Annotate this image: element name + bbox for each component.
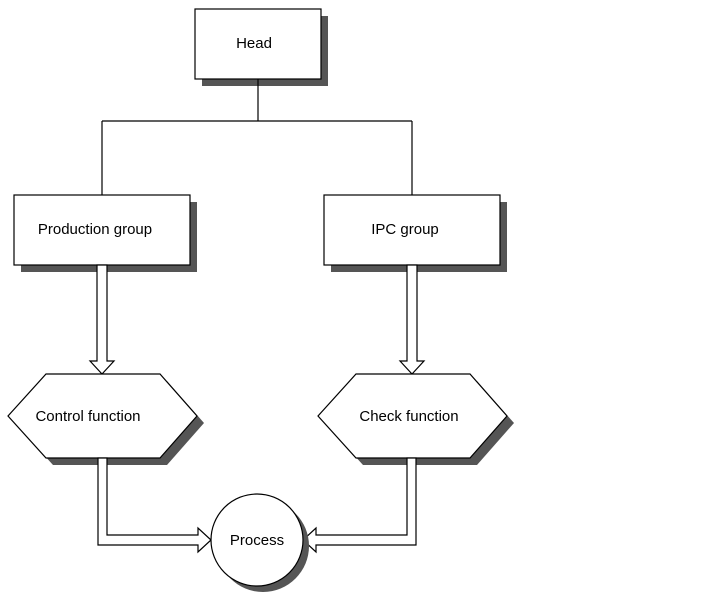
head-box	[194, 8, 322, 80]
process-circle	[210, 493, 304, 587]
control-function-hexagon	[7, 373, 198, 459]
check-function-hexagon	[317, 373, 508, 459]
production-to-control-arrow	[88, 264, 116, 375]
ipc-group-label: IPC group	[371, 221, 439, 238]
head-node: Head	[194, 8, 328, 86]
production-group-label: Production group	[38, 221, 152, 238]
check-to-process-arrow	[302, 457, 417, 554]
control-function-label: Control function	[35, 408, 140, 425]
process-node: Process	[210, 493, 309, 592]
production-group-node: Production group	[13, 194, 197, 272]
check-function-label: Check function	[359, 408, 458, 425]
process-label: Process	[230, 532, 284, 549]
production-group-box	[13, 194, 191, 266]
ipc-group-node: IPC group	[323, 194, 507, 272]
ipc-to-check-arrow	[398, 264, 426, 375]
check-function-node: Check function	[317, 373, 514, 465]
control-function-node: Control function	[7, 373, 204, 465]
head-connector	[101, 79, 413, 195]
head-label: Head	[236, 35, 272, 52]
control-to-process-arrow	[97, 457, 212, 554]
ipc-group-box	[323, 194, 501, 266]
